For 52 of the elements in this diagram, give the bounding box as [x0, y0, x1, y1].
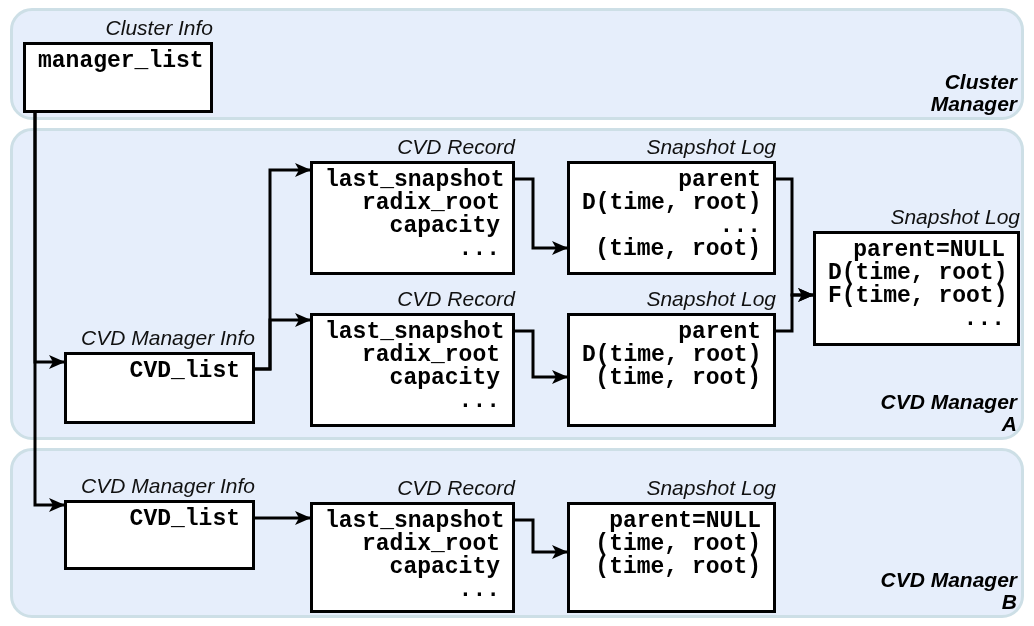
field-name: last_snapshot — [325, 510, 505, 533]
arrow — [255, 313, 311, 371]
field-name: (time, root) — [595, 556, 761, 579]
arrow — [255, 511, 311, 525]
field-name: capacity — [389, 556, 500, 579]
field-name: D(time, root) — [582, 192, 762, 215]
field-name: D(time, root) — [582, 344, 762, 367]
field-name: ... — [719, 215, 761, 238]
struct-heading: CVD Record — [397, 135, 515, 159]
field-name: capacity — [389, 215, 500, 238]
field-name: parent — [678, 321, 761, 344]
region-band — [10, 8, 1024, 120]
struct-heading: CVD Manager Info — [81, 474, 255, 498]
field-name: manager_list — [38, 50, 204, 73]
field-name: radix_root — [361, 344, 500, 367]
field-name: parent=NULL — [609, 510, 761, 533]
struct-heading: Snapshot Log — [646, 287, 776, 311]
region-label: CVD Manager A — [879, 391, 1017, 435]
arrow — [776, 288, 814, 333]
arrow — [33, 113, 65, 512]
struct-heading: Cluster Info — [105, 16, 213, 40]
field-name: (time, root) — [595, 367, 761, 390]
region-band — [10, 448, 1024, 618]
field-name: last_snapshot — [325, 169, 505, 192]
arrow — [515, 177, 568, 255]
struct-heading: Snapshot Log — [646, 135, 776, 159]
field-name: F(time, root) — [828, 285, 1008, 308]
arrow — [515, 518, 568, 559]
struct-heading: Snapshot Log — [646, 476, 776, 500]
region-label: Cluster Manager — [929, 71, 1017, 115]
struct-heading: CVD Manager Info — [81, 326, 255, 350]
struct-heading: CVD Record — [397, 476, 515, 500]
field-name: (time, root) — [595, 533, 761, 556]
arrow — [515, 329, 568, 384]
field-name: capacity — [389, 367, 500, 390]
field-name: ... — [458, 238, 500, 261]
struct-heading: Snapshot Log — [890, 205, 1020, 229]
field-name: radix_root — [361, 192, 500, 215]
field-name: radix_root — [361, 533, 500, 556]
field-name: CVD_list — [129, 360, 240, 383]
struct-heading: CVD Record — [397, 287, 515, 311]
field-name: ... — [963, 308, 1005, 331]
field-name: parent=NULL — [853, 239, 1005, 262]
field-name: ... — [458, 390, 500, 413]
field-name: last_snapshot — [325, 321, 505, 344]
region-band — [10, 128, 1024, 440]
field-name: parent — [678, 169, 761, 192]
region-label: CVD Manager B — [879, 569, 1017, 613]
field-name: CVD_list — [129, 508, 240, 531]
field-name: D(time, root) — [828, 262, 1008, 285]
field-name: ... — [458, 579, 500, 602]
field-name: (time, root) — [595, 238, 761, 261]
